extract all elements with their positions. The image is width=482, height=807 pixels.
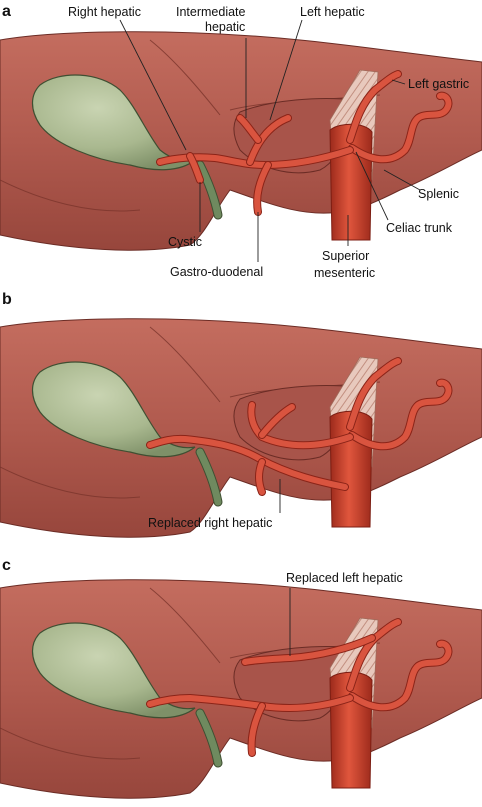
- panel-letter-b: b: [2, 291, 12, 308]
- panel-a: a Right hepatic Intermediate hepatic Lef…: [0, 3, 482, 280]
- panel-c: c Replaced left hepatic: [0, 557, 482, 798]
- label-superior-mesenteric-2: mesenteric: [314, 266, 375, 280]
- label-replaced-right-hepatic: Replaced right hepatic: [148, 516, 272, 530]
- label-gastro-duodenal: Gastro-duodenal: [170, 265, 263, 279]
- panel-b: b Replaced right hepatic: [0, 291, 482, 537]
- label-replaced-left-hepatic: Replaced left hepatic: [286, 571, 403, 585]
- label-splenic: Splenic: [418, 187, 459, 201]
- label-intermediate-hepatic-2: hepatic: [205, 20, 245, 34]
- label-celiac-trunk: Celiac trunk: [386, 221, 453, 235]
- panel-letter-a: a: [2, 3, 11, 20]
- label-intermediate-hepatic-1: Intermediate: [176, 5, 246, 19]
- label-cystic: Cystic: [168, 235, 202, 249]
- label-left-hepatic: Left hepatic: [300, 5, 365, 19]
- label-superior-mesenteric-1: Superior: [322, 249, 369, 263]
- label-left-gastric: Left gastric: [408, 77, 469, 91]
- panel-letter-c: c: [2, 557, 11, 574]
- label-right-hepatic: Right hepatic: [68, 5, 141, 19]
